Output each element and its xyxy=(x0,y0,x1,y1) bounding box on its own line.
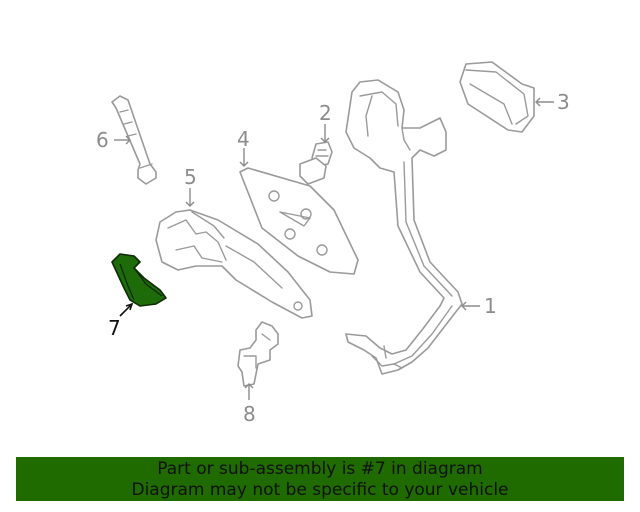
callout-8: 8 xyxy=(243,402,256,426)
part-6-pin xyxy=(111,95,157,185)
callout-2: 2 xyxy=(319,101,332,125)
callout-7: 7 xyxy=(108,316,121,340)
part-8-small-clip xyxy=(237,321,279,387)
callout-5: 5 xyxy=(184,165,197,189)
callout-4: 4 xyxy=(237,127,250,151)
part-2-bolt xyxy=(299,141,333,185)
callout-1: 1 xyxy=(484,294,497,318)
callout-leaders xyxy=(114,97,554,400)
banner-line-2: Diagram may not be specific to your vehi… xyxy=(131,480,509,500)
part-3-clip xyxy=(459,61,535,133)
banner-line-1: Part or sub-assembly is #7 in diagram xyxy=(157,459,483,479)
part-7-highlighted xyxy=(111,253,167,307)
part-5-bracket xyxy=(155,209,313,319)
info-banner: Part or sub-assembly is #7 in diagram Di… xyxy=(16,457,624,501)
parts-diagram: 1 2 3 4 5 6 7 8 xyxy=(96,61,570,426)
callout-3: 3 xyxy=(557,90,570,114)
callout-6: 6 xyxy=(96,128,109,152)
part-1-rod-bracket xyxy=(345,79,463,375)
part-4-plate xyxy=(239,167,359,275)
